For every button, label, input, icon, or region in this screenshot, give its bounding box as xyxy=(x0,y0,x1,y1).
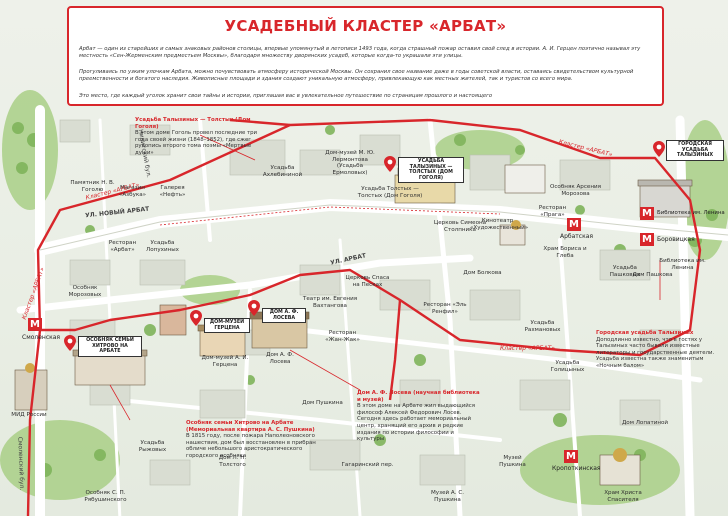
location-pin-icon[interactable] xyxy=(248,300,260,316)
location-pin-icon[interactable] xyxy=(190,310,202,326)
intro-paragraph-1: Арбат — один из старейших и самых знаков… xyxy=(79,46,641,59)
place-label[interactable]: Ресторан «Прага» xyxy=(538,205,567,218)
metro-icon[interactable]: М xyxy=(640,207,654,220)
pin-label-herzen: ДОМ-МУЗЕЙ ГЕРЦЕНА xyxy=(204,318,250,334)
metro-icon[interactable]: М xyxy=(640,233,654,246)
place-label[interactable]: Церковь Спаса на Песках xyxy=(345,275,390,288)
callout-text: Доподлинно известно, что в гостях у Талы… xyxy=(596,336,715,369)
place-label[interactable]: Дом Пушкина xyxy=(302,400,343,406)
callout-losev-house: Дом А. Ф. Лосева (научная библиотека и м… xyxy=(357,390,481,443)
place-label[interactable]: Библиотека им. Ленина xyxy=(659,258,706,271)
page-title: УСАДЕБНЫЙ КЛАСТЕР «АРБАТ» xyxy=(224,17,507,35)
place-label[interactable]: Дом Л. Н. Толстого xyxy=(218,455,247,468)
place-label[interactable]: Кинотеатр «Художественный» xyxy=(470,218,529,231)
place-label[interactable]: Ресторан «Жан-Жак» xyxy=(325,330,360,343)
place-label[interactable]: Дом-музей А. И. Герцена xyxy=(201,355,249,368)
place-label[interactable]: Ресторан «Арбат» xyxy=(108,240,137,253)
pin-label-losev: ДОМ А. Ф. ЛОСЕВА xyxy=(262,308,306,324)
pin-label-talyzin: ГОРОДСКАЯ УСАДЬБА ТАЛЫЗИНЫХ xyxy=(666,140,724,161)
location-pin-icon[interactable] xyxy=(64,335,76,351)
callout-title: Дом А. Ф. Лосева (научная библиотека и м… xyxy=(357,390,480,403)
callout-khitrovo: Особняк семьи Хитрово на Арбате (Мемориа… xyxy=(186,420,328,460)
place-label[interactable]: Усадьба Ахлебининой xyxy=(262,165,303,178)
callout-talyzin-estate: Городская усадьба Талызиных Доподлинно и… xyxy=(596,330,722,370)
callout-text: В этом доме на Арбате жил выдающийся фил… xyxy=(357,403,475,443)
pin-label-gogol: УСАДЬБА ТАЛЫЗИНЫХ — ТОЛСТЫХ (ДОМ ГОГОЛЯ) xyxy=(398,157,464,184)
metro-lenin-library: Библиотека им. Ленина xyxy=(657,210,725,216)
callout-gogol-house: Усадьба Талызиных — Толстых (Дом Гоголя)… xyxy=(135,117,261,157)
route-label: Кластер «АРБАТ» xyxy=(500,345,555,352)
place-label[interactable]: Церковь Симеона Столпника xyxy=(433,220,487,233)
metro-icon[interactable]: М xyxy=(567,218,581,231)
metro-smolenskaya: Смоленская xyxy=(22,334,61,341)
pin-label-khitrovo: ОСОБНЯК СЕМЬИ ХИТРОВО НА АРБАТЕ xyxy=(78,336,142,357)
place-label[interactable]: Усадьба Пашковых xyxy=(609,265,641,278)
place-label[interactable]: Памятник Н. В. Гоголю xyxy=(70,180,115,193)
place-label[interactable]: Особняк Морозовых xyxy=(68,285,102,298)
place-label[interactable]: Особняк С. П. Рябушинского xyxy=(84,490,127,503)
place-label[interactable]: Усадьба Голицыных xyxy=(550,360,585,373)
place-label[interactable]: Усадьба Толстых — Толстых (Дом Гоголя) xyxy=(357,186,423,199)
metro-arbatskaya: Арбатская xyxy=(560,233,593,240)
metro-borovitskaya: Боровицкая xyxy=(657,236,695,243)
place-label[interactable]: Гагаринский пер. xyxy=(341,462,394,468)
metro-icon[interactable]: М xyxy=(28,318,42,331)
callout-title: Особняк семьи Хитрово на Арбате (Мемориа… xyxy=(186,420,315,433)
place-label[interactable]: Храм Бориса и Глеба xyxy=(543,246,587,259)
place-label[interactable]: Дом Болкова xyxy=(463,270,502,276)
place-label[interactable]: Галерея «Нефть» xyxy=(159,185,186,198)
place-label[interactable]: Дом-музей М. Ю. Лермонтова (Усадьба Ермо… xyxy=(325,150,375,176)
intro-paragraph-2: Прогуливаясь по узким улочкам Арбата, мо… xyxy=(79,69,634,82)
place-label[interactable]: МИД России xyxy=(11,412,47,418)
place-label[interactable]: Магазин «Азбука» xyxy=(118,185,147,198)
place-label[interactable]: Театр им. Евгения Вахтангова xyxy=(302,296,358,309)
metro-icon[interactable]: М xyxy=(564,450,578,463)
place-label[interactable]: Дом А. Ф. Лосева xyxy=(266,352,294,365)
place-label[interactable]: Особняк Арсения Морозова xyxy=(549,184,602,197)
place-label[interactable]: Дом Пашкова xyxy=(632,272,673,278)
callout-text: В этом доме Гоголь провел последние три … xyxy=(135,130,258,156)
callout-title: Городская усадьба Талызиных xyxy=(596,330,694,336)
place-label[interactable]: Усадьба Рыжовых xyxy=(138,440,167,453)
callout-title: Усадьба Талызиных — Толстых (Дом Гоголя) xyxy=(135,117,251,130)
location-pin-icon[interactable] xyxy=(653,141,665,157)
metro-kropotkinskaya: Кропоткинская xyxy=(552,465,601,472)
place-label[interactable]: Храм Христа Спасителя xyxy=(604,490,642,503)
location-pin-icon[interactable] xyxy=(384,156,396,172)
place-label[interactable]: Дом Лопатиной xyxy=(621,420,669,426)
place-label[interactable]: Ресторан «Эль Ренфил» xyxy=(423,302,467,315)
callout-text: В 1815 году, после пожара Наполеоновског… xyxy=(186,433,316,459)
place-label[interactable]: Музей Пушкина xyxy=(499,455,526,468)
header-panel: УСАДЕБНЫЙ КЛАСТЕР «АРБАТ» Арбат — один и… xyxy=(67,6,664,106)
intro-paragraph-3: Это место, где каждый уголок хранит свои… xyxy=(79,93,493,99)
place-label[interactable]: Усадьба Лопухиных xyxy=(146,240,179,253)
place-label[interactable]: Усадьба Рахмановых xyxy=(524,320,561,333)
place-label[interactable]: Музей А. С. Пушкина xyxy=(430,490,465,503)
